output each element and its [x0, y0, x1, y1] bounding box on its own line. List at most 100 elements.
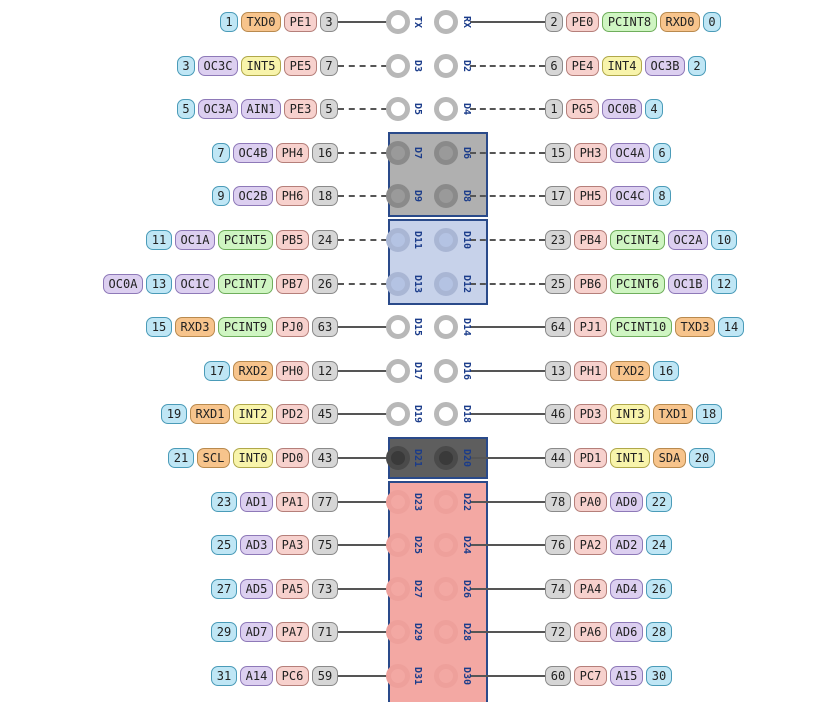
left-label-intp: INT0: [233, 448, 273, 468]
right-connector-line: [470, 413, 545, 416]
digital-pin-label: D4: [461, 103, 472, 116]
left-label-num: 7: [212, 142, 230, 163]
left-label-func: AD5: [240, 578, 273, 599]
right-header-pin-icon: [434, 315, 458, 340]
right-label-func: AD2: [610, 535, 643, 556]
left-label-ser: RXD2: [233, 360, 273, 381]
right-label-port: PC7: [574, 666, 607, 686]
left-header-pin-icon: [386, 140, 410, 165]
digital-pin-label: D31: [412, 666, 423, 686]
digital-pin-label: TX: [412, 15, 423, 29]
left-label-func: AD7: [240, 622, 273, 643]
left-connector-line: [338, 239, 398, 241]
right-label-num: 8: [653, 186, 671, 207]
left-label-num: 5: [177, 99, 195, 120]
left-label-port: PA7: [276, 622, 309, 643]
left-label-port: PA5: [276, 578, 309, 599]
left-connector-line: [338, 108, 398, 111]
left-label-func: OC1C: [175, 273, 215, 294]
left-label-func: OC3A: [198, 99, 238, 120]
right-connector-line: [470, 282, 545, 285]
left-label-pin: 16: [312, 142, 338, 163]
right-connector-line: [470, 544, 545, 547]
right-header-pin-icon: [434, 533, 458, 558]
digital-pin-label: D24: [461, 536, 472, 555]
right-label-port: PJ1: [574, 317, 607, 338]
digital-pin-label: D23: [412, 492, 423, 511]
right-label-port: PH1: [574, 360, 607, 381]
right-connector-line: [470, 151, 545, 154]
right-label-func: A15: [610, 666, 643, 686]
left-label-num: 23: [211, 491, 237, 512]
left-label-num: 19: [161, 404, 187, 425]
right-label-num: 6: [653, 142, 671, 163]
left-label-ser: SCL: [197, 448, 230, 468]
right-label-pin: 25: [545, 273, 571, 294]
right-label-pin: 15: [545, 142, 571, 163]
left-label-pin: 7: [320, 55, 338, 76]
left-label-pcint: PCINT9: [218, 317, 273, 338]
left-label-port: PE3: [284, 99, 317, 120]
digital-pin-label: D28: [461, 623, 472, 642]
right-label-port: PA4: [574, 578, 607, 599]
right-label-pin: 1: [545, 99, 563, 120]
right-connector-line: [470, 195, 545, 198]
right-header-pin-icon: [434, 271, 458, 296]
right-label-port: PE4: [566, 55, 599, 76]
left-label-pin: 75: [312, 535, 338, 556]
right-label-num: 28: [646, 622, 672, 643]
right-connector-line: [470, 108, 545, 111]
digital-pin-label: D8: [461, 190, 472, 203]
left-label-port: PB7: [276, 273, 309, 294]
right-label-ser: TXD3: [675, 317, 715, 338]
left-header-pin-icon: [386, 402, 410, 427]
left-header-pin-icon: [386, 53, 410, 78]
right-label-num: 26: [646, 578, 672, 599]
left-header-pin-icon: [386, 10, 410, 34]
digital-pin-label: D9: [412, 190, 423, 203]
left-label-pcint: PCINT5: [218, 230, 273, 250]
left-label-num: 9: [212, 186, 230, 207]
left-label-port: PH4: [276, 142, 309, 163]
digital-pin-label: D5: [412, 103, 423, 116]
left-header-pin-icon: [386, 97, 410, 122]
left-header-pin-icon: [386, 533, 410, 558]
left-label-pin: 73: [312, 578, 338, 599]
left-label-num: 17: [204, 360, 230, 381]
right-connector-line: [470, 239, 545, 241]
right-label-intp: INT1: [610, 448, 650, 468]
left-label-port: PE1: [284, 12, 317, 32]
left-label-port: PJ0: [276, 317, 309, 338]
left-connector-line: [338, 326, 398, 329]
right-label-port: PH3: [574, 142, 607, 163]
digital-pin-label: D29: [412, 623, 423, 642]
right-label-ser: SDA: [653, 448, 686, 468]
right-label-port: PA2: [574, 535, 607, 556]
right-label-pin: 46: [545, 404, 571, 425]
right-label-num: 10: [711, 230, 737, 250]
right-header-pin-icon: [434, 358, 458, 383]
right-label-pin: 60: [545, 666, 571, 686]
right-label-intp: INT3: [610, 404, 650, 425]
right-header-pin-icon: [434, 664, 458, 688]
right-label-port: PH5: [574, 186, 607, 207]
right-label-intp: INT4: [602, 55, 642, 76]
left-header-pin-icon: [386, 271, 410, 296]
right-label-port: PD3: [574, 404, 607, 425]
left-label-num: 27: [211, 578, 237, 599]
left-label-pin: 24: [312, 230, 338, 250]
digital-pin-label: D7: [412, 146, 423, 159]
left-label-num: 25: [211, 535, 237, 556]
digital-pin-label: D30: [461, 666, 472, 686]
right-header-pin-icon: [434, 576, 458, 601]
left-connector-line: [338, 282, 398, 285]
left-header-pin-icon: [386, 315, 410, 340]
right-label-pin: 78: [545, 491, 571, 512]
right-connector-line: [470, 326, 545, 329]
right-label-pcint: PCINT8: [602, 12, 657, 32]
left-label-port: PH6: [276, 186, 309, 207]
right-connector-line: [470, 675, 545, 677]
right-label-num: 14: [718, 317, 744, 338]
left-connector-line: [338, 675, 398, 677]
left-label-pin: 5: [320, 99, 338, 120]
